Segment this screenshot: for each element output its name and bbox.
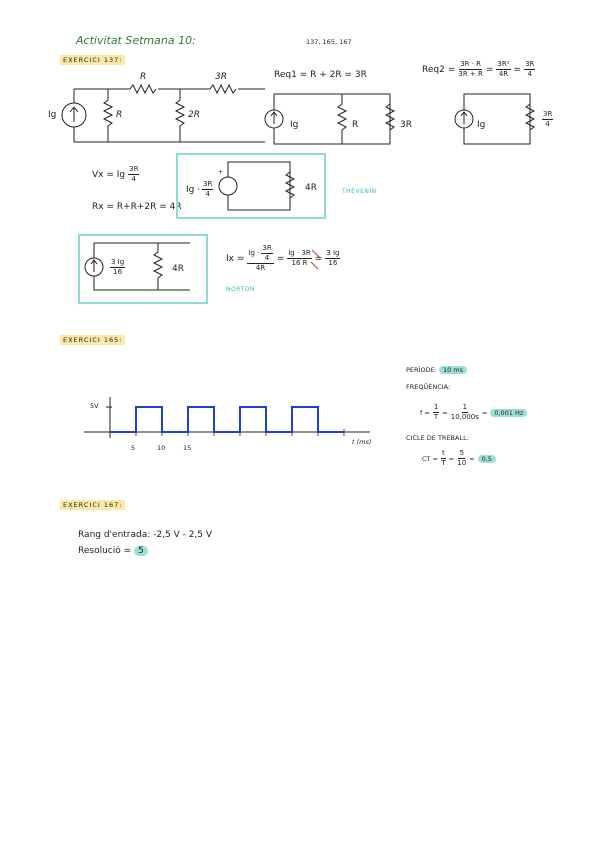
req1-label: Req1 — [274, 70, 297, 80]
fraction-denominator: T — [433, 413, 439, 421]
resolucio-row: Resolució = 5 — [78, 546, 148, 556]
exercise-list: 137, 165, 167 — [306, 38, 352, 46]
source-ig-label: Ig — [477, 120, 486, 130]
fraction-numerator: 3R — [524, 60, 536, 70]
norton-label: NORTON — [226, 286, 255, 293]
periode-row: PERÍODE: 10 ms — [406, 366, 468, 374]
resolucio-label: Resolució = — [78, 546, 132, 556]
fraction-numerator: 3R — [128, 165, 140, 175]
ix-lhs: Ix = — [226, 253, 245, 264]
fraction-numerator: 3R · R — [459, 60, 483, 70]
fraction-numerator: Ig · — [248, 249, 260, 257]
formula-lhs: CT = — [422, 454, 439, 463]
fraction-numerator: 3 Ig — [325, 249, 341, 259]
fraction-numerator: t — [441, 449, 446, 459]
resistor-r-top — [129, 83, 157, 95]
fraction-numerator: 3R² — [496, 60, 511, 70]
frequency-result: 0,001 Hz — [490, 408, 528, 417]
resistor-label: 2R — [188, 110, 200, 120]
fraction-denominator: 4R — [255, 264, 266, 272]
y-tick-label: 5V — [90, 402, 99, 410]
exercise-167-label: EXERCICI 167: — [60, 500, 126, 510]
exercise-137-label: EXERCICI 137: — [60, 55, 126, 65]
source-lhs: Ig · — [186, 184, 201, 195]
req2-label: Req2 — [422, 64, 445, 75]
plus-sign: + — [218, 168, 224, 176]
fraction-denominator: 16 R — [291, 259, 308, 267]
resistor-3r-top — [209, 83, 237, 95]
resistor-label: 3R — [400, 120, 412, 130]
resistor-label: R — [352, 120, 359, 130]
x-tick-label: 10 — [157, 444, 166, 452]
resistor-label: 3R — [215, 72, 227, 82]
periode-label: PERÍODE: — [406, 366, 437, 374]
fraction-denominator: 4 — [131, 175, 137, 183]
fraction-numerator: 5 — [458, 449, 465, 459]
fraction-denominator: T — [441, 459, 446, 467]
thevenin-label: THÈVENIN — [342, 188, 377, 195]
x-tick-label: 15 — [183, 444, 192, 452]
x-tick-label: 5 — [131, 444, 136, 452]
fraction-denominator: 4R — [498, 70, 509, 78]
req1-equation: Req1 = R + 2R = 3R — [274, 70, 367, 80]
cicle-label: CICLE DE TREBALL: — [406, 434, 469, 442]
fraction-numerator: 3 Ig — [110, 258, 126, 268]
resistor-label: 4R — [172, 264, 184, 274]
fraction-denominator: 4 — [264, 254, 270, 262]
fraction-denominator: 10,000s — [450, 413, 479, 421]
rx-equation: Rx = R+R+2R = 4R — [92, 202, 182, 212]
source-ig-label: Ig — [290, 120, 299, 130]
resistor-label: R — [116, 110, 123, 120]
x-axis-label: t (ms) — [352, 438, 372, 446]
norton-box — [78, 234, 208, 304]
fraction-denominator: 16 — [113, 268, 123, 276]
exercise-165-label: EXERCICI 165: — [60, 335, 126, 345]
fraction-denominator: 4 — [205, 190, 210, 198]
source-ig-label: Ig — [48, 110, 57, 120]
resolucio-value: 5 — [134, 546, 148, 556]
resistor-label: 4R — [305, 183, 317, 193]
fraction-denominator: 16 — [328, 259, 338, 267]
fraction-denominator: 4 — [545, 120, 550, 128]
fraction-numerator: 3R — [542, 110, 554, 120]
page-title: Activitat Setmana 10: — [76, 34, 196, 47]
fraction-denominator: 10 — [457, 459, 467, 467]
fraction-denominator: 3R + R — [458, 70, 483, 78]
req1-expr: = R + 2R = 3R — [299, 70, 367, 80]
cicle-result: 0,5 — [477, 454, 496, 463]
thevenin-box — [176, 153, 326, 219]
square-wave-series — [110, 406, 344, 433]
formula-lhs: f = — [420, 408, 430, 417]
resistor-label: R — [140, 72, 147, 82]
rang-entrada: Rang d'entrada: -2,5 V - 2,5 V — [78, 530, 213, 540]
fraction-numerator: 1 — [432, 403, 440, 413]
fraction-numerator: 1 — [461, 403, 469, 413]
equals-sign: = — [447, 64, 456, 75]
fraction-numerator: Ig · 3R — [287, 249, 312, 259]
frequencia-label: FREQÜÈNCIA: — [406, 383, 451, 391]
periode-value: 10 ms — [438, 366, 468, 374]
fraction-denominator: 4 — [527, 70, 532, 78]
fraction-numerator: 3R — [202, 180, 214, 190]
fraction-numerator: 3R — [261, 244, 273, 254]
vx-lhs: Vx = Ig — [92, 169, 126, 180]
